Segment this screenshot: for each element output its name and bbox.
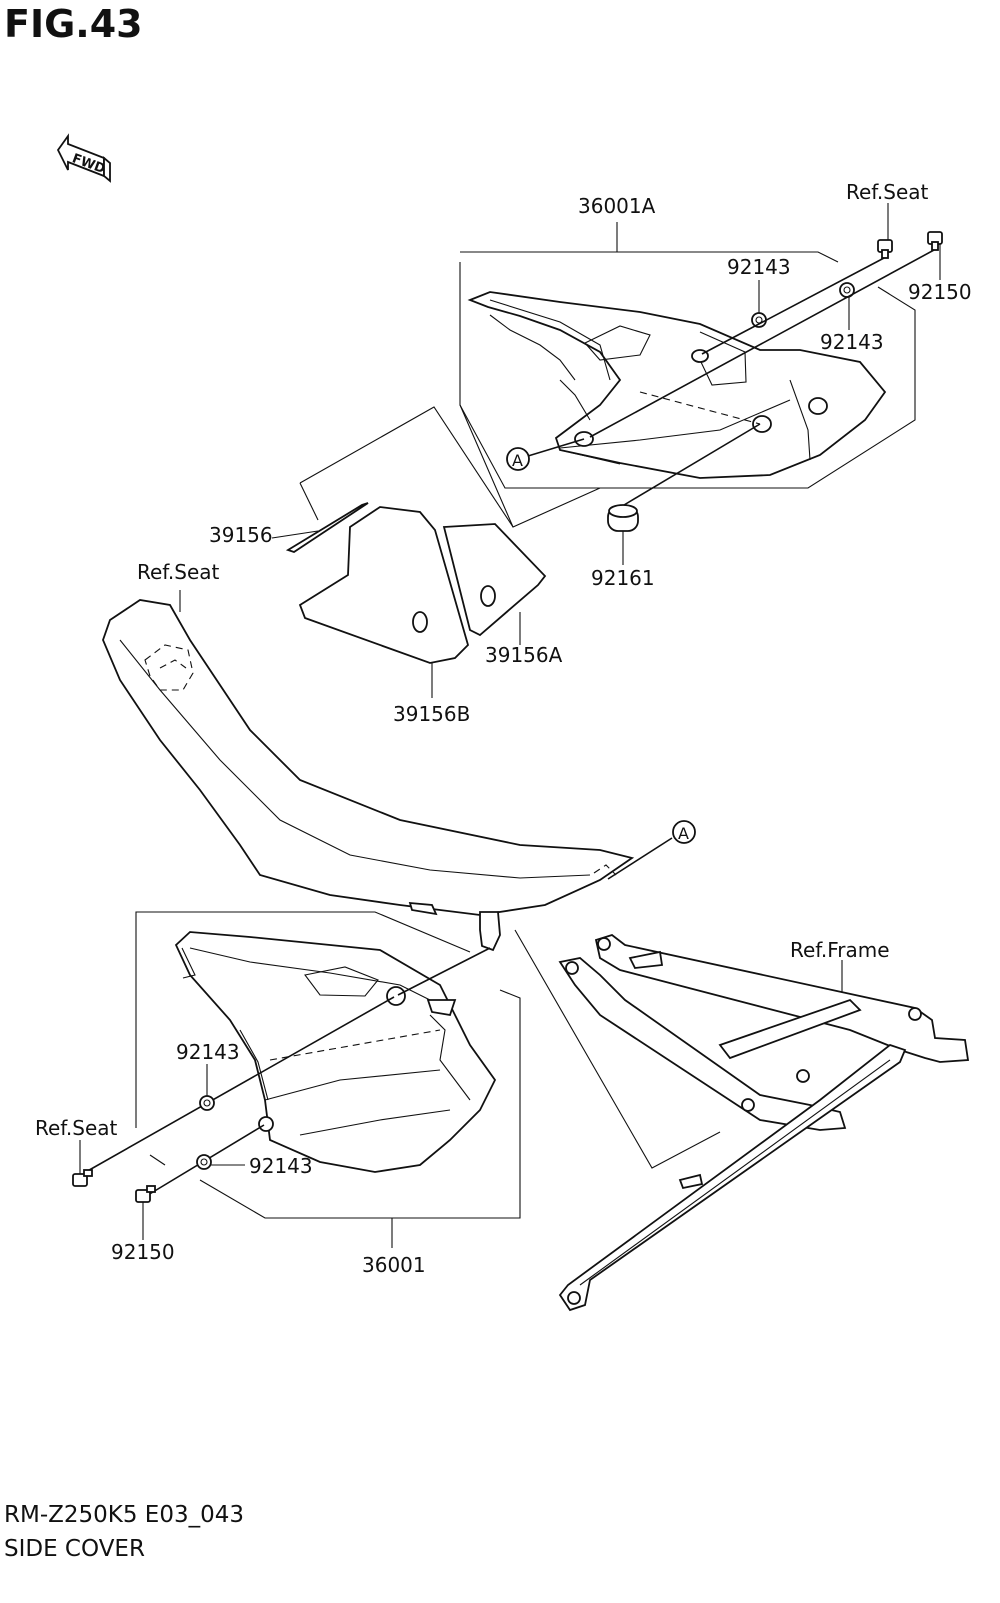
label-39156B: 39156B [393, 702, 470, 726]
bolt-icon [877, 239, 893, 259]
grommet-92161-icon [607, 504, 639, 532]
callout-a-top: A [506, 447, 530, 471]
figure-title: FIG.43 [4, 2, 143, 46]
guard-plate-39156A [442, 523, 547, 637]
callout-a-top-label: A [512, 451, 523, 470]
label-ref-seat-top: Ref.Seat [846, 180, 929, 204]
label-36001A: 36001A [578, 194, 656, 218]
label-92143-bottom-2: 92143 [249, 1154, 313, 1178]
label-39156A: 39156A [485, 643, 563, 667]
group-bracket-39156 [299, 406, 514, 528]
label-39156: 39156 [209, 523, 273, 547]
label-92143-top-1: 92143 [727, 255, 791, 279]
guard-plate-39156B [298, 506, 470, 664]
callout-a-seat-label: A [678, 824, 689, 843]
washer-92143-icon [751, 312, 767, 328]
label-92150-top: 92150 [908, 280, 972, 304]
label-92150-bottom: 92150 [111, 1240, 175, 1264]
washer-92143-icon [196, 1154, 212, 1170]
label-36001: 36001 [362, 1253, 426, 1277]
group-bracket-36001 [135, 911, 521, 1248]
side-cover-right-36001A [467, 291, 887, 479]
label-92143-bottom-1: 92143 [176, 1040, 240, 1064]
label-ref-frame: Ref.Frame [790, 938, 890, 962]
fwd-arrow-icon: FWD [56, 133, 111, 183]
label-ref-seat-left: Ref.Seat [137, 560, 220, 584]
seat-reference [102, 599, 635, 952]
bolt-icon [72, 1169, 93, 1187]
model-code: RM-Z250K5 E03_043 [4, 1502, 245, 1528]
washer-92143-icon [199, 1095, 215, 1111]
label-92143-top-2: 92143 [820, 330, 884, 354]
label-ref-seat-bottom: Ref.Seat [35, 1116, 118, 1140]
callout-a-seat: A [672, 820, 696, 844]
side-cover-left-36001 [174, 931, 497, 1173]
frame-reference [558, 934, 970, 1312]
label-92161: 92161 [591, 566, 655, 590]
section-name: SIDE COVER [4, 1536, 145, 1562]
tape-39156 [285, 502, 369, 553]
bolt-92150-icon [135, 1185, 156, 1203]
bolt-92150-icon [927, 231, 943, 251]
group-bracket-36001A [459, 222, 916, 528]
